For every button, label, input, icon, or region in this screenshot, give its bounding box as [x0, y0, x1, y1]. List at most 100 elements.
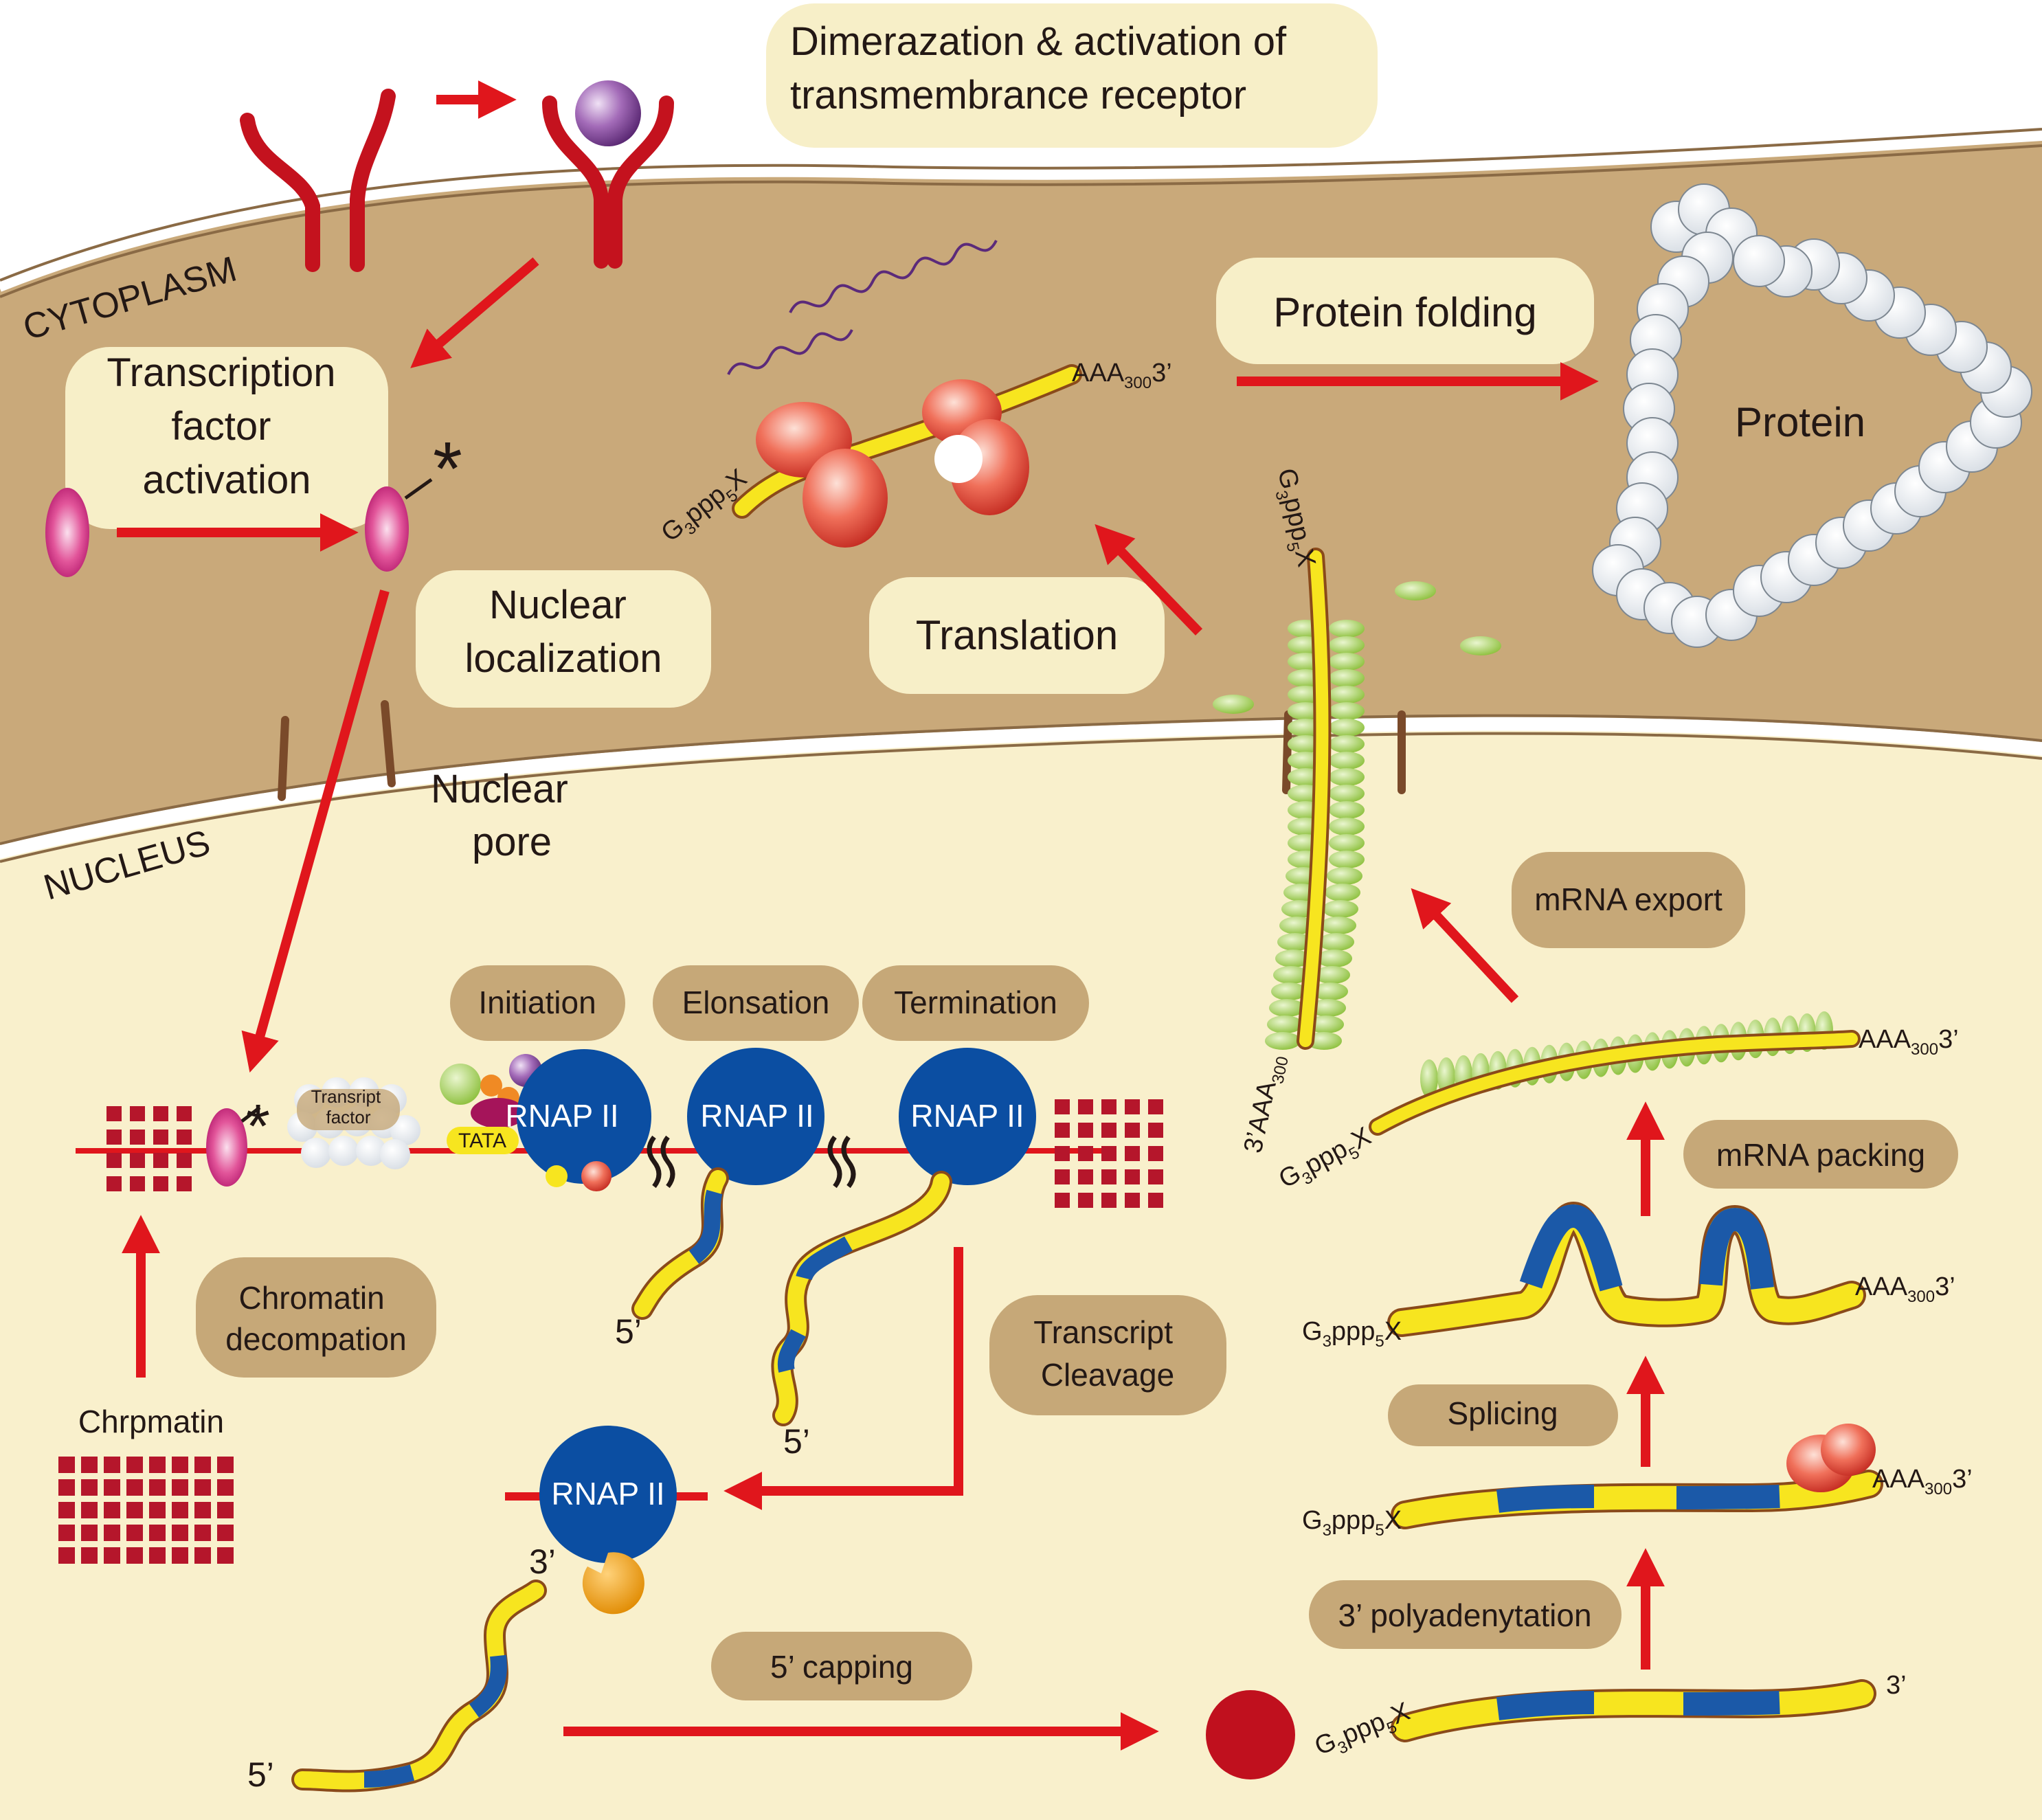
- rnp-bead: [1329, 818, 1365, 835]
- chromatin-square: [1125, 1099, 1140, 1114]
- chromatin-square: [1055, 1169, 1070, 1184]
- mrna-export-label-box: [1512, 852, 1745, 948]
- chromatin-square: [153, 1106, 168, 1121]
- chromatin-square: [1078, 1146, 1093, 1161]
- general-tf-green: [440, 1064, 481, 1105]
- tf-activation-label-box: [65, 347, 388, 529]
- chromatin-square: [153, 1130, 168, 1145]
- dimerization-label: Dimerazation & activation of transmembra…: [790, 19, 1297, 117]
- rnp-bead: [1310, 999, 1346, 1017]
- transcript-cleavage-label-box: [989, 1295, 1226, 1415]
- capping-enzyme: [582, 1552, 644, 1615]
- phosphorylation-asterisk: *: [433, 427, 462, 511]
- mrna-packed: [1371, 1033, 1858, 1133]
- chromatin-square: [130, 1130, 145, 1145]
- rnap-ii-released: [539, 1426, 677, 1563]
- chromatin-square: [104, 1502, 120, 1518]
- chromatin-square: [1055, 1123, 1070, 1138]
- chromatin-square: [149, 1525, 166, 1541]
- mrna-exporting: [1299, 550, 1329, 1047]
- transcription-factor-active: [365, 486, 409, 572]
- transcript-cleavage-arrow: [723, 1247, 963, 1510]
- chromatin-square: [149, 1502, 166, 1518]
- rnap-ii-label: RNAP II: [551, 1476, 664, 1512]
- rnp-bead: [1308, 1015, 1344, 1033]
- chromatin-square: [106, 1106, 122, 1121]
- protein-folding-label-box: [1216, 258, 1594, 364]
- rnp-bead: [1329, 636, 1365, 654]
- chromatin-square: [126, 1502, 143, 1518]
- chromatin-square: [1148, 1146, 1163, 1161]
- chromatin-square: [1125, 1193, 1140, 1208]
- chromatin-square: [81, 1502, 98, 1518]
- chromatin-square: [126, 1479, 143, 1496]
- chromatin-square: [194, 1479, 211, 1496]
- chromatin-square: [130, 1106, 145, 1121]
- nascent-transcript-short: [631, 1167, 729, 1320]
- termination-label: Termination: [894, 985, 1057, 1020]
- rnp-bead: [1420, 1059, 1438, 1098]
- rnp-bead: [1306, 1032, 1342, 1050]
- chromatin-square: [177, 1130, 192, 1145]
- transcription-factor-inactive: [45, 488, 89, 577]
- ribosome-site: [934, 435, 983, 483]
- rnp-bead: [1269, 999, 1305, 1017]
- chromatin-decompaction-label-box: [196, 1257, 436, 1378]
- translation-polya-label: AAA3003’: [1072, 359, 1172, 392]
- mrna-packing-label-box: [1683, 1120, 1958, 1189]
- chromatin-square: [1055, 1146, 1070, 1161]
- transcript-factor-label: Transript factor: [311, 1086, 386, 1127]
- chromatin-square: [126, 1547, 143, 1564]
- chromatin-square: [172, 1525, 188, 1541]
- general-tf-orange: [480, 1075, 502, 1097]
- chromatin-square: [177, 1106, 192, 1121]
- rnap-ii-label: RNAP II: [910, 1098, 1024, 1134]
- rnp-bead: [1277, 933, 1313, 951]
- tata-box: [447, 1127, 519, 1154]
- capping-label-box: [711, 1632, 972, 1700]
- chromatin-square: [1101, 1099, 1117, 1114]
- chromatin-square: [217, 1525, 234, 1541]
- polya-cap-label: G3ppp5X: [1302, 1506, 1402, 1540]
- chromatin-square: [1101, 1193, 1117, 1208]
- rnp-bead: [1275, 950, 1311, 967]
- folded-protein: [1592, 183, 2032, 648]
- chromatin-square: [1125, 1123, 1140, 1138]
- mrna-capped: [1391, 1679, 1876, 1742]
- rnp-bead: [1273, 966, 1309, 984]
- rnp-bead: [1314, 966, 1350, 984]
- cap-complex: [1206, 1690, 1295, 1779]
- peptide-chain-1: [727, 329, 853, 375]
- tf-activation-label: Transcription factor activation: [106, 350, 346, 502]
- rnp-bead: [1329, 752, 1365, 769]
- chromatin-square: [58, 1502, 75, 1518]
- chromatin-square: [58, 1457, 75, 1473]
- chromatin-square: [217, 1502, 234, 1518]
- chromatin-square: [104, 1479, 120, 1496]
- chromatin-square: [104, 1525, 120, 1541]
- chromatin-square: [81, 1525, 98, 1541]
- chromatin-square: [58, 1525, 75, 1541]
- splicing-label-box: [1388, 1384, 1618, 1446]
- rnp-bead: [1316, 950, 1352, 967]
- chromatin-square: [1101, 1123, 1117, 1138]
- chromatin-square: [1148, 1123, 1163, 1138]
- chromatin-square: [130, 1176, 145, 1191]
- chromatin-square: [172, 1479, 188, 1496]
- plasma-membrane: [0, 134, 2042, 292]
- initiation-label: Initiation: [478, 985, 596, 1020]
- translation-label-box: [869, 577, 1165, 694]
- released-protein-bead: [1395, 581, 1436, 600]
- nuclear-localization-label: Nuclear localization: [465, 583, 662, 681]
- capping-three-prime: 3’: [1886, 1671, 1907, 1700]
- mrna-export-label: mRNA export: [1534, 881, 1723, 917]
- chromatin-square: [58, 1547, 75, 1564]
- rnp-bead: [1327, 867, 1362, 885]
- chromatin-square: [1078, 1193, 1093, 1208]
- rnp-bead: [1267, 1015, 1303, 1033]
- chromatin-square: [1148, 1193, 1163, 1208]
- chromatin-square: [1101, 1169, 1117, 1184]
- splicing-cap-label: G3ppp5X: [1302, 1317, 1402, 1351]
- chromatin-square: [1101, 1146, 1117, 1161]
